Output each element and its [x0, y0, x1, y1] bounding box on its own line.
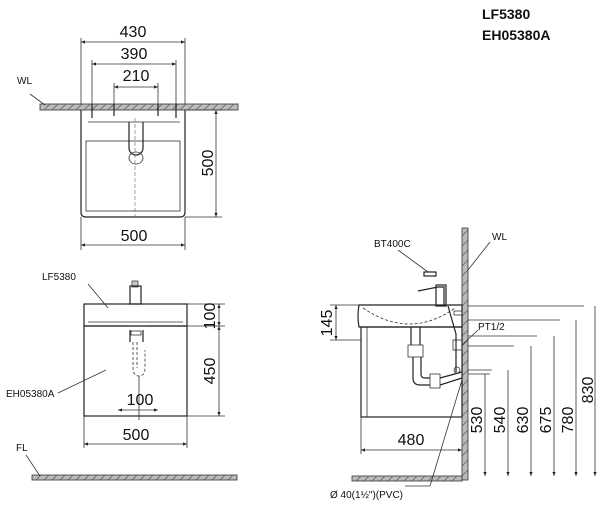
front-floor-label: FL — [16, 443, 28, 454]
side-dim-530: 530 — [469, 407, 486, 434]
plan-dim-210: 210 — [123, 68, 150, 85]
plan-view: WL 430 — [17, 24, 239, 250]
plan-dim-500-width: 500 — [121, 228, 148, 245]
model-labels: LF5380 EH05380A — [482, 6, 551, 43]
front-width-dimension: 500 — [83, 416, 188, 448]
side-dim-780: 780 — [560, 407, 577, 434]
plan-dim-430: 430 — [120, 24, 147, 41]
side-depth-dimension: 480 — [360, 417, 462, 454]
side-height-dimensions: 530 540 630 675 780 830 — [468, 305, 597, 476]
plan-wall: WL — [17, 76, 239, 111]
front-dim-450: 450 — [202, 358, 219, 385]
side-dim-675: 675 — [538, 407, 555, 434]
plan-dim-390: 390 — [121, 46, 148, 63]
front-drain-offset-dimension: 100 — [118, 388, 158, 420]
side-dim-830: 830 — [580, 377, 597, 404]
plan-wall-label: WL — [17, 76, 32, 87]
front-labels: LF5380 EH05380A — [6, 272, 109, 400]
front-cabinet-label: EH05380A — [6, 389, 55, 400]
front-view: 100 450 100 500 LF5380 EH05380A — [6, 272, 238, 481]
plan-bottom-dimension: 500 — [80, 217, 186, 250]
side-drain-label: Ø 40(1½")(PVC) — [330, 490, 403, 501]
model-label-basin: LF5380 — [482, 6, 530, 22]
front-dim-100: 100 — [202, 303, 219, 330]
plan-width-dimensions: 430 390 210 — [80, 24, 186, 104]
side-faucet: BT400C — [374, 239, 447, 307]
side-top-dimension: 145 — [319, 304, 361, 341]
side-dim-540: 540 — [492, 407, 509, 434]
side-faucet-label: BT400C — [374, 239, 411, 250]
front-basin-top — [83, 303, 188, 327]
model-label-cabinet: EH05380A — [482, 27, 551, 43]
side-drain-label-group: Ø 40(1½")(PVC) — [330, 379, 463, 501]
side-wall-label: WL — [492, 232, 507, 243]
side-dim-480: 480 — [398, 432, 425, 449]
front-basin-label: LF5380 — [42, 272, 76, 283]
side-dim-145: 145 — [319, 310, 336, 337]
side-supply-pipe: PT1/2 — [447, 305, 505, 372]
side-pipe-label: PT1/2 — [478, 322, 505, 333]
front-height-dimensions: 100 450 — [187, 303, 225, 417]
plan-depth-dimension: 500 — [185, 109, 222, 218]
side-view: WL BT400C — [319, 227, 597, 501]
front-dim-500-width: 500 — [123, 427, 150, 444]
front-faucet — [129, 280, 142, 305]
side-floor — [351, 475, 463, 482]
side-basin-cabinet — [357, 304, 463, 418]
plan-basin — [80, 104, 186, 218]
side-dim-630: 630 — [515, 407, 532, 434]
side-drain-trap — [407, 327, 463, 389]
plan-dim-500-depth: 500 — [200, 150, 217, 177]
front-dim-100-offset: 100 — [127, 392, 154, 409]
front-drain-pipe — [126, 325, 148, 388]
front-floor: FL — [16, 443, 238, 481]
